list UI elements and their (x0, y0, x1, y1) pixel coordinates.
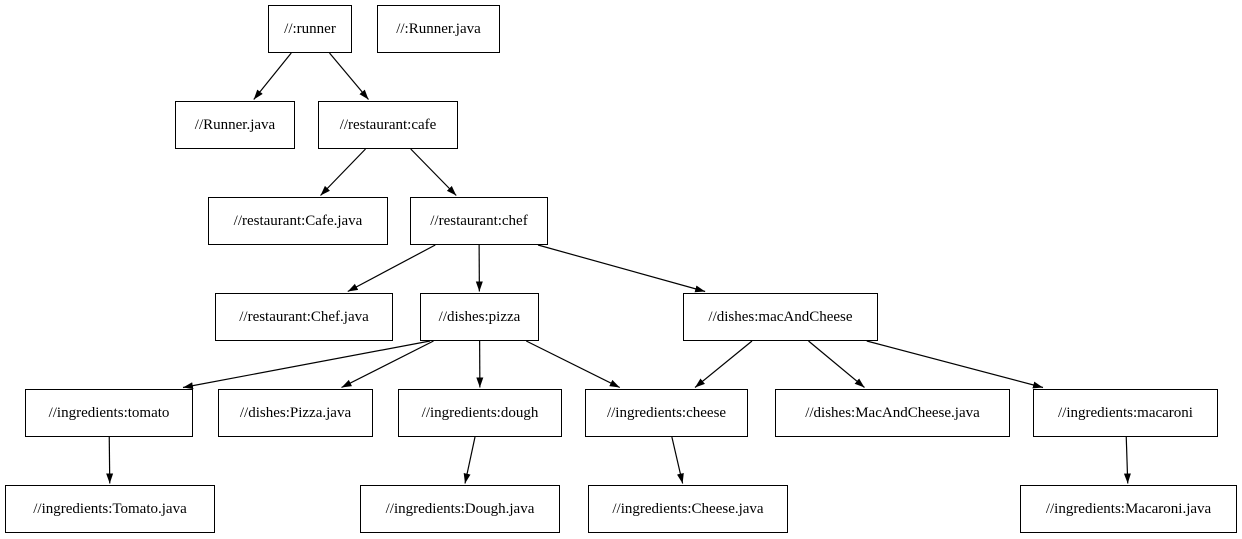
graph-node-label: //restaurant:chef (430, 212, 528, 229)
graph-node-label: //:runner (284, 20, 336, 37)
graph-node-pizza: //dishes:pizza (420, 293, 539, 341)
graph-edge-macaroni-to-macaroni-java (1123, 436, 1131, 484)
graph-edge-cafe-to-cafe-java (320, 148, 366, 196)
graph-node-dough-java: //ingredients:Dough.java (360, 485, 560, 533)
graph-node-label: //restaurant:Chef.java (239, 308, 369, 325)
graph-node-runner-java: //Runner.java (175, 101, 295, 149)
graph-node-label: //dishes:pizza (438, 308, 521, 325)
graph-node-cafe-java: //restaurant:Cafe.java (208, 197, 388, 245)
graph-node-label: //ingredients:Cheese.java (612, 500, 764, 517)
graph-node-label: //ingredients:Tomato.java (33, 500, 187, 517)
graph-node-label: //Runner.java (194, 116, 276, 133)
graph-edge-dough-to-dough-java (463, 436, 476, 484)
graph-node-macaroni: //ingredients:macaroni (1033, 389, 1218, 437)
graph-edge-mac-and-cheese-to-mac-and-cheese-java (808, 340, 865, 388)
graph-node-label: //restaurant:cafe (339, 116, 437, 133)
graph-node-label: //restaurant:Cafe.java (233, 212, 363, 229)
graph-node-label: //ingredients:dough (421, 404, 539, 421)
graph-edge-mac-and-cheese-to-macaroni (866, 340, 1044, 389)
graph-node-label: //ingredients:Dough.java (385, 500, 535, 517)
graph-edge-cafe-to-chef (410, 148, 457, 196)
graph-edge-chef-to-mac-and-cheese (537, 244, 706, 293)
graph-node-label: //ingredients:tomato (48, 404, 170, 421)
graph-edge-pizza-to-tomato (182, 340, 431, 390)
graph-node-label: //dishes:Pizza.java (239, 404, 352, 421)
graph-node-cafe: //restaurant:cafe (318, 101, 458, 149)
graph-node-runner: //:runner (268, 5, 352, 53)
graph-edge-mac-and-cheese-to-cheese (694, 340, 753, 388)
graph-edge-pizza-to-cheese (525, 340, 621, 389)
graph-node-label: //ingredients:macaroni (1058, 404, 1193, 421)
graph-node-chef-java: //restaurant:Chef.java (215, 293, 393, 341)
graph-node-label: //dishes:MacAndCheese.java (805, 404, 980, 421)
graph-edge-cheese-to-cheese-java (671, 436, 684, 484)
graph-node-dough: //ingredients:dough (398, 389, 562, 437)
graph-edge-pizza-to-pizza-java (341, 340, 434, 389)
graph-edge-runner-to-cafe (329, 52, 369, 100)
graph-node-macaroni-java: //ingredients:Macaroni.java (1020, 485, 1237, 533)
graph-edge-tomato-to-tomato-java (106, 436, 114, 484)
graph-node-cheese-java: //ingredients:Cheese.java (588, 485, 788, 533)
graph-node-runner-java-root: //:Runner.java (377, 5, 500, 53)
graph-node-chef: //restaurant:chef (410, 197, 548, 245)
graph-node-mac-and-cheese-java: //dishes:MacAndCheese.java (775, 389, 1010, 437)
graph-node-tomato-java: //ingredients:Tomato.java (5, 485, 215, 533)
graph-node-label: //ingredients:cheese (606, 404, 727, 421)
graph-node-label: //ingredients:Macaroni.java (1045, 500, 1212, 517)
graph-node-tomato: //ingredients:tomato (25, 389, 193, 437)
graph-node-label: //dishes:macAndCheese (708, 308, 853, 325)
graph-node-label: //:Runner.java (396, 20, 481, 37)
graph-node-cheese: //ingredients:cheese (585, 389, 748, 437)
graph-node-mac-and-cheese: //dishes:macAndCheese (683, 293, 878, 341)
graph-edge-chef-to-chef-java (347, 244, 436, 293)
graph-edge-runner-to-runner-java (253, 52, 292, 100)
graph-node-pizza-java: //dishes:Pizza.java (218, 389, 373, 437)
